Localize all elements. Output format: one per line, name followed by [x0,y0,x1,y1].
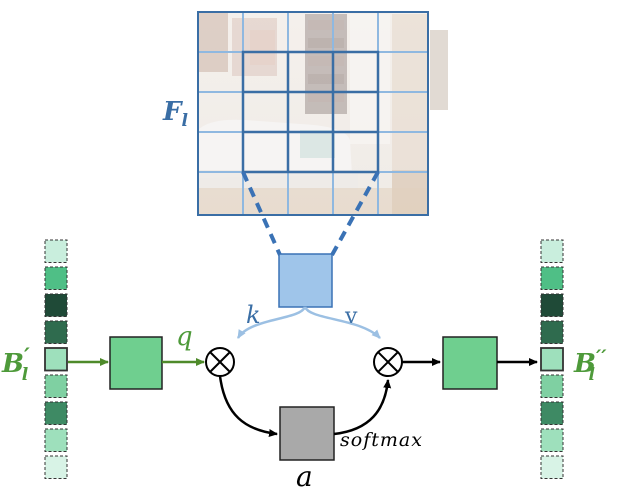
input-token-8 [44,428,68,452]
projection-line-left [241,171,282,256]
input-token-column [44,239,68,479]
input-token-9 [44,455,68,479]
attention-box [279,406,335,461]
multiply-node-qk [205,347,235,377]
output-token-3 [540,293,564,317]
output-token-8 [540,428,564,452]
output-token-1 [540,239,564,263]
query-box [109,336,163,390]
output-projection-box [442,336,498,390]
query-label: q [176,322,193,352]
output-token-6 [540,374,564,398]
feature-map [197,11,448,216]
input-token-4 [44,320,68,344]
output-token-7 [540,401,564,425]
key-arrow [236,306,307,339]
output-token-4 [540,320,564,344]
output-token-2 [540,266,564,290]
input-token-7 [44,401,68,425]
softmax-label: softmax [340,429,423,451]
input-tokens-label: B′l [1,344,30,385]
attention-label: a [296,460,313,493]
value-arrow [303,306,381,339]
output-tokens-label: B′′l [573,345,607,385]
input-token-5 [44,347,68,372]
input-token-1 [44,239,68,263]
attention-window [241,50,380,174]
output-token-column [540,239,564,479]
input-token-3 [44,293,68,317]
feature-map-border [197,11,429,216]
input-token-2 [44,266,68,290]
key-label: k [246,301,261,329]
feature-map-label: Fl [162,97,188,131]
multiply-node-av [373,347,403,377]
qk-to-attention-arrow [218,375,278,437]
output-token-5 [540,347,564,372]
input-token-6 [44,374,68,398]
softmax-arrow [333,379,392,436]
value-label: v [344,304,358,329]
output-token-9 [540,455,564,479]
key-value-box [278,253,333,308]
